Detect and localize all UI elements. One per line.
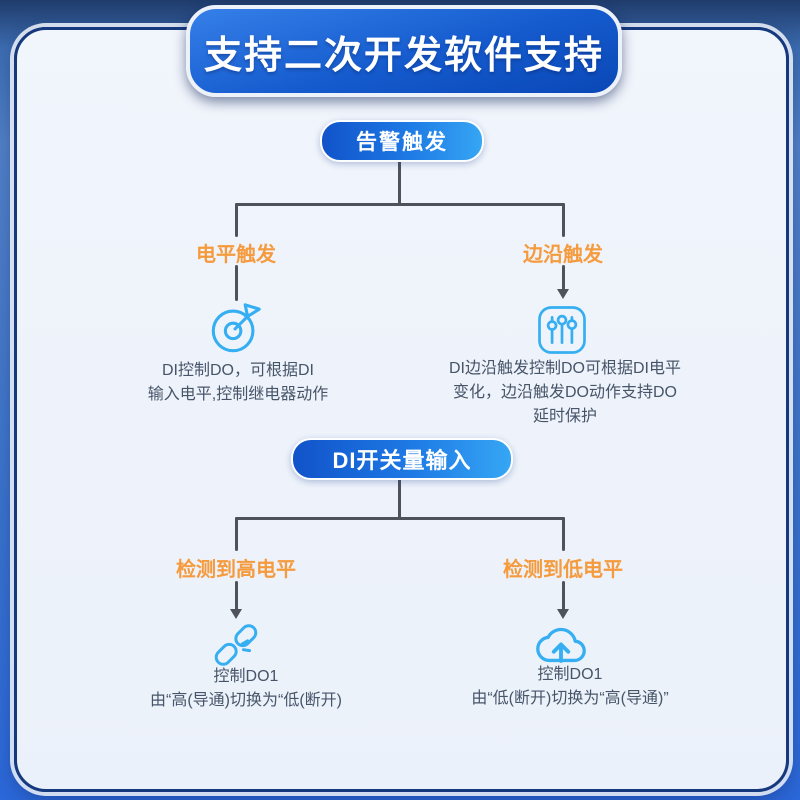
branch-label-edge-trigger: 边沿触发 [523, 244, 603, 266]
branch-label-high-level: 检测到高电平 [176, 559, 296, 581]
desc-line: 输入电平,控制继电器动作 [147, 386, 329, 403]
target-dart-icon [207, 299, 265, 357]
connector-line [235, 203, 238, 237]
branch-desc-level-trigger: DI控制DO，可根据DI 输入电平,控制继电器动作 [108, 359, 368, 407]
branch-label-level-trigger: 电平触发 [196, 244, 276, 266]
sliders-icon [535, 303, 589, 357]
connector-line [562, 517, 565, 551]
desc-line: 由“低(断开)切换为“高(导通)” [471, 690, 669, 707]
connector-line [235, 517, 565, 520]
node-alarm-trigger: 告警触发 [320, 120, 484, 162]
node-di-switch-input: DI开关量输入 [291, 438, 513, 480]
connector-line [398, 476, 401, 520]
connector-line [235, 203, 565, 206]
connector-line [398, 158, 401, 206]
desc-line: 控制DO1 [213, 668, 279, 685]
connector-line [562, 265, 565, 291]
desc-line: 延时保护 [532, 408, 597, 425]
desc-line: 变化，边沿触发DO动作支持DO [452, 384, 677, 401]
page-title: 支持二次开发软件支持 [203, 34, 604, 77]
connector-line [235, 265, 238, 301]
connector-line [562, 581, 565, 611]
connector-line [235, 581, 238, 611]
node-di-switch-input-label: DI开关量输入 [332, 448, 472, 473]
branch-label-low-level: 检测到低电平 [503, 559, 623, 581]
arrow-down-icon [230, 609, 242, 619]
connector-line [562, 203, 565, 237]
arrow-down-icon [557, 289, 569, 299]
desc-line: DI边沿触发控制DO可根据DI电平 [448, 360, 681, 377]
node-alarm-trigger-label: 告警触发 [356, 131, 448, 154]
cloud-upload-icon [532, 615, 590, 673]
header-banner: 支持二次开发软件支持 [186, 5, 622, 97]
branch-desc-edge-trigger: DI边沿触发控制DO可根据DI电平 变化，边沿触发DO动作支持DO 延时保护 [430, 357, 700, 429]
desc-line: DI控制DO，可根据DI [161, 362, 314, 379]
desc-line: 由“高(导通)切换为“低(断开) [150, 692, 342, 709]
broken-link-icon [208, 617, 264, 673]
connector-line [235, 517, 238, 551]
branch-desc-low-level: 控制DO1 由“低(断开)切换为“高(导通)” [428, 663, 712, 711]
desc-line: 控制DO1 [537, 666, 603, 683]
arrow-down-icon [557, 609, 569, 619]
branch-desc-high-level: 控制DO1 由“高(导通)切换为“低(断开) [104, 665, 388, 713]
